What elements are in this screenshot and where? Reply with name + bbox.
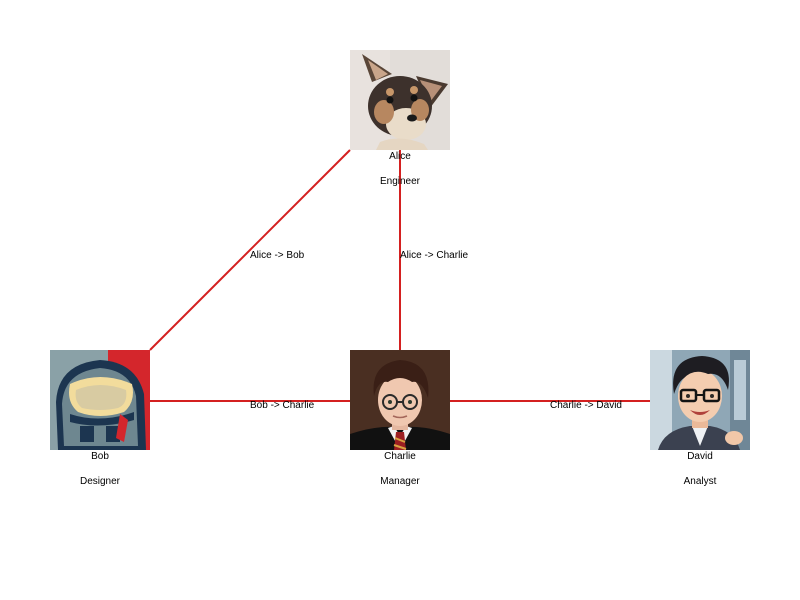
node-alice[interactable]: Alice Engineer [350, 50, 450, 187]
node-name: Alice [389, 151, 411, 162]
edge-alice-bob [149, 149, 351, 351]
node-bob[interactable]: Bob Designer [50, 350, 150, 487]
node-charlie[interactable]: Charlie Manager [350, 350, 450, 487]
node-name: David [687, 451, 713, 462]
edge-label-alice-bob: Alice -> Bob [250, 250, 305, 261]
node-role: Designer [79, 476, 121, 487]
edge-label-bob-charlie: Bob -> Charlie [250, 400, 315, 411]
node-name: Charlie [384, 451, 416, 462]
node-role: Engineer [379, 176, 421, 187]
node-role: Analyst [683, 476, 717, 487]
node-name: Bob [91, 451, 109, 462]
edge-label-charlie-david: Charlie -> David [550, 400, 622, 411]
node-david[interactable]: David Analyst [650, 350, 750, 487]
anime-man-glasses-illustration [650, 350, 750, 450]
armored-helmet-poster [50, 350, 150, 450]
corgi-dog-photo [350, 50, 450, 150]
node-role: Manager [380, 476, 420, 487]
edge-label-alice-charlie: Alice -> Charlie [400, 250, 469, 261]
young-wizard-glasses-photo [350, 350, 450, 450]
